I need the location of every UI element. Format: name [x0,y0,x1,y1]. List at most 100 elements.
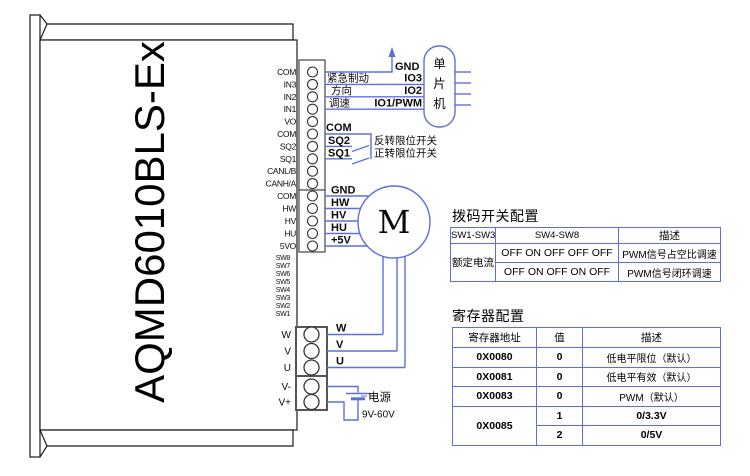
column-header: 值 [536,327,583,348]
register-address: 0X0080 [452,347,537,368]
hall-wire-label: GND [331,185,356,197]
dip-pin-label: SW5 [276,279,291,286]
motor-letter: M [378,203,411,241]
phase-wires [327,252,406,369]
column-header: 描述 [582,327,721,348]
table-row: 0X0081 0 低电平有效（默认） [452,366,721,387]
table-row: 寄存器地址 值 描述 [452,327,721,348]
pin-label: SQ1 [280,154,297,164]
table-row: 2 0/5V [453,425,721,446]
terminal-label: V [284,347,291,358]
table-row: OFF ON OFF ON OFF PWM信号闭环调速 [451,262,721,282]
register-value: 2 [536,425,583,446]
limit-switch-wires [325,133,372,165]
terminal-label: V- [282,382,291,393]
terminal-label: U [284,363,291,374]
device-left-plate [29,14,41,458]
power-supply-label: 电源 [368,390,391,404]
pin-label: COM [277,67,296,77]
terminal-circles [303,326,320,411]
register-table: 寄存器地址 值 描述 0X0080 0 低电平限位（默认） 0X0081 0 低… [452,327,721,446]
dip-setting: OFF ON OFF ON OFF [495,262,619,282]
dip-table-title: 拨码开关配置 [452,208,539,224]
phase-wire-label: V [336,339,344,351]
hall-wires [325,195,370,247]
hall-wire-label: HW [331,197,350,209]
dip-pin-label: SW7 [276,263,291,270]
pin-strip-signal-labels: COM IN3 IN2 IN1 VO COM SQ2 SQ1 CANL/B CA… [266,67,297,189]
dip-table: SW1-SW3 SW4-SW8 描述 额定电流 OFF ON OFF OFF O… [450,227,721,282]
register-description: 0/3.3V [582,405,721,426]
pin-label: IN1 [284,104,297,114]
dip-pin-label: SW6 [276,271,291,278]
register-description: 0/5V [582,425,721,446]
table-row: 0X0083 0 PWM（默认） [452,386,721,407]
io-pin-label: IO1/PWM [374,98,422,110]
column-header: SW4-SW8 [495,227,619,244]
io-wires [325,56,424,110]
limit-switch-name: 正转限位开关 [374,147,437,160]
column-header: 寄存器地址 [452,327,537,348]
dip-pin-label: SW8 [276,255,291,262]
sq-wire-label: SQ2 [328,135,350,147]
dip-pin-label: SW4 [276,287,291,294]
signal-name-label: 紧急制动 [327,72,369,85]
limit-switch-name: 反转限位开关 [374,134,437,147]
pin-label: IN3 [284,79,297,89]
register-address: 0X0081 [452,366,537,387]
dip-pin-label: SW3 [276,295,291,302]
dip-setting: OFF ON OFF OFF OFF [495,243,619,263]
register-value: 0 [536,386,583,407]
dip-switch-labels: SW8 SW7 SW6 SW5 SW4 SW3 SW2 SW1 [276,255,291,318]
pin-label: CANH/A [266,179,297,189]
table-row: 0X0080 0 低电平限位（默认） [452,347,721,368]
pin-label: VO [284,117,296,127]
pin-label: HV [285,216,297,226]
column-header: 描述 [618,227,721,244]
dip-row-label: 额定电流 [450,243,496,282]
table-row: 0X0085 1 0/3.3V [452,405,721,446]
power-supply-wires [327,385,367,421]
mcu-label-char: 片 [433,77,446,91]
device-chamfer-bottom [39,445,48,458]
register-address: 0X0083 [452,386,537,407]
motor: M [357,185,431,259]
signal-name-label: 方向 [331,84,352,97]
pin-label: HU [284,229,296,239]
hall-wire-label: HU [331,222,347,234]
switch-blade-icon [351,157,370,165]
sq-wire-label: SQ1 [328,148,350,160]
io-pin-label: IO2 [404,85,422,97]
pin-label: COM [277,129,296,139]
register-description: 低电平限位（默认） [582,347,721,368]
pin-strip-hall [298,189,326,253]
com-wire-label: COM [326,122,352,134]
register-value: 1 [536,405,583,426]
controller-device-outline [29,14,298,458]
power-supply-range: 9V-60V [362,410,395,421]
terminal-labels: W V U V- V+ [278,330,291,409]
battery-icon [346,392,370,401]
io-pin-label: IO3 [404,73,422,85]
dip-pin-label: SW1 [276,311,291,318]
signal-name-label: 调速 [329,98,350,110]
table-row: 额定电流 OFF ON OFF OFF OFF PWM信号占空比调速 [450,243,721,282]
pin-label: CANL/B [267,166,297,176]
dip-pin-label: SW2 [276,303,291,310]
mcu-block: 单 片 机 [423,45,471,128]
pin-label: SQ2 [280,141,297,151]
pin-label: HW [282,204,296,214]
register-address: 0X0085 [452,405,537,446]
terminal-label: V+ [278,398,291,409]
phase-wire-label: W [336,323,347,335]
table-row: SW1-SW3 SW4-SW8 描述 [450,227,721,244]
register-description: PWM（默认） [582,386,721,407]
phase-wire-label: U [336,356,344,368]
pin-label: 5VO [280,241,297,251]
device-bottom-flange [39,429,294,447]
dip-description: PWM信号闭环调速 [618,262,721,282]
pin-label: IN2 [284,92,297,102]
switch-blade-icon [351,144,370,153]
device-body [39,39,298,431]
